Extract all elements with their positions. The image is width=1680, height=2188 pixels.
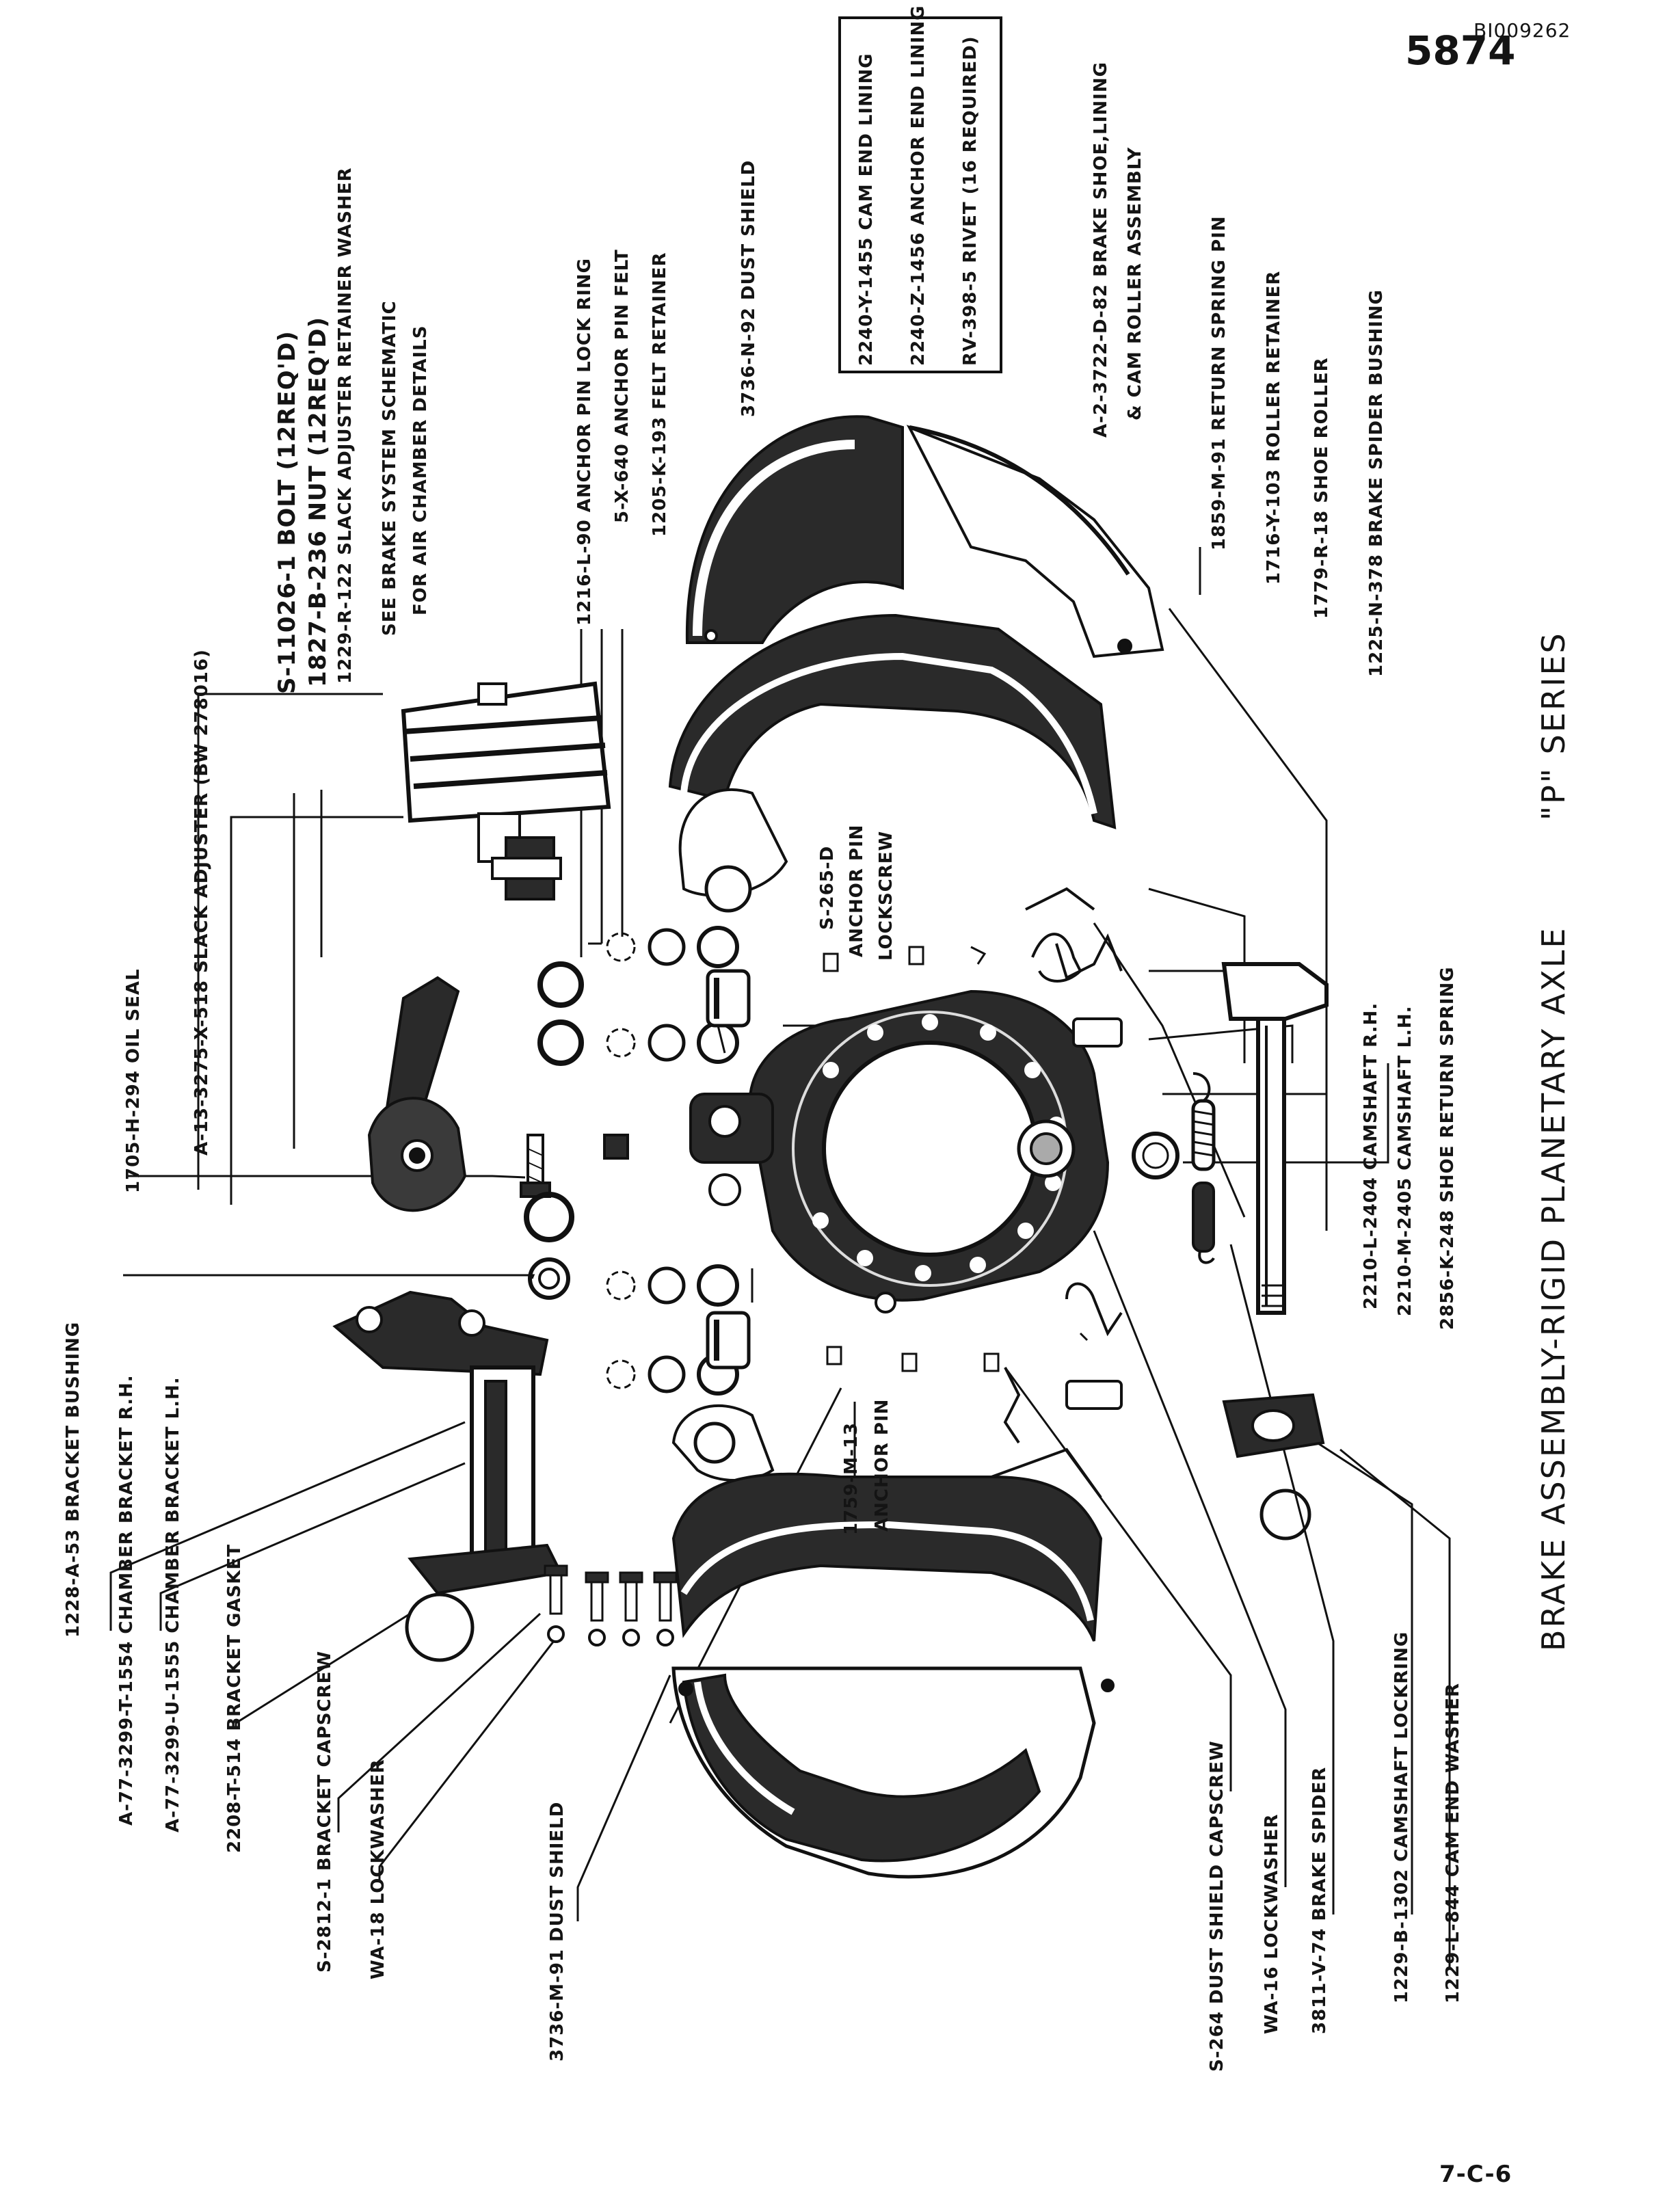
- label-chamber-bracket-rh: A-77-3299-T-1554 CHAMBER BRACKET R.H.: [116, 1374, 137, 1826]
- page-number: 5874: [1405, 27, 1516, 74]
- label-oil-seal: 1705-H-294 OIL SEAL: [123, 968, 144, 1193]
- air-chamber: [401, 681, 611, 900]
- label-lockwasher-right: WA-16 LOCKWASHER: [1262, 1813, 1282, 2034]
- page-footer: 7-C-6: [1439, 2161, 1512, 2188]
- label-roller-retainer: 1716-Y-103 ROLLER RETAINER: [1264, 270, 1284, 585]
- label-brake-spider: 3811-V-74 BRAKE SPIDER: [1309, 1766, 1330, 2034]
- label-bracket-bushing: 1228-A-53 BRACKET BUSHING: [63, 1321, 83, 1638]
- label-anchor-pin-part: 1759-M-13: [841, 1422, 862, 1535]
- label-chamber-bracket-lh: A-77-3299-U-1555 CHAMBER BRACKET L.H.: [163, 1376, 183, 1832]
- note-line-2: 2240-Z-1456 ANCHOR END LINING: [908, 5, 929, 366]
- label-anchor-pin-lock-ring: 1216-L-90 ANCHOR PIN LOCK RING: [574, 257, 595, 626]
- label-cam-roller-assembly: & CAM ROLLER ASSEMBLY: [1125, 146, 1145, 421]
- return-springs: [1191, 1072, 1216, 1264]
- label-lockwasher-left: WA-18 LOCKWASHER: [368, 1759, 388, 1979]
- label-slack-adjuster: A-13-3275-X-518 SLACK ADJUSTER (BW 27801…: [191, 649, 212, 1156]
- brake-shoe-top: [668, 613, 1117, 913]
- label-dust-shield-top: 3736-N-92 DUST SHIELD: [738, 159, 759, 417]
- label-felt-retainer: 1205-K-193 FELT RETAINER: [650, 252, 670, 537]
- camshaft: [1221, 962, 1329, 1315]
- label-camshaft-lh: 2210-M-2405 CAMSHAFT L.H.: [1395, 1005, 1415, 1316]
- label-lockscrew-anchor-pin: ANCHOR PIN: [846, 824, 867, 957]
- anchor-pins: [706, 969, 751, 1370]
- bolt-and-nut: [520, 1134, 629, 1198]
- label-nut: 1827-B-236 NUT (12REQ'D): [304, 316, 332, 687]
- label-camshaft-lockring: 1229-B-1302 CAMSHAFT LOCKRING: [1391, 1631, 1412, 2003]
- label-shoe-roller: 1779-R-18 SHOE ROLLER: [1311, 357, 1332, 619]
- bracket-capscrews: [544, 1564, 678, 1646]
- label-air-chamber-details: FOR AIR CHAMBER DETAILS: [410, 325, 431, 615]
- brake-shoe-bottom: [671, 1404, 1103, 1642]
- bracket-gasket: [405, 1592, 475, 1662]
- drawing-title: BRAKE ASSEMBLY-RIGID PLANETARY AXLE: [1535, 926, 1572, 1651]
- dust-shield-top: [685, 415, 1164, 658]
- label-lockscrew: LOCKSCREW: [876, 830, 896, 961]
- label-lockscrew-part: S-265-D: [817, 845, 838, 930]
- slack-adjuster: [367, 976, 467, 1212]
- document-reference: BI009262: [1474, 19, 1571, 42]
- label-brake-shoe-lining: A-2-3722-D-82 BRAKE SHOE,LINING: [1091, 62, 1111, 438]
- label-anchor-pin-felt: 5-X-640 ANCHOR PIN FELT: [612, 249, 632, 523]
- label-retainer-washer: 1229-R-122 SLACK ADJUSTER RETAINER WASHE…: [335, 167, 356, 684]
- label-cam-end-washer: 1229-L-844 CAM END WASHER: [1443, 1682, 1463, 2003]
- note-line-3: RV-398-5 RIVET (16 REQUIRED): [960, 36, 981, 366]
- lockscrews: [823, 946, 1000, 1372]
- lining-note-box: [838, 16, 1002, 373]
- label-dust-shield-bottom: 3736-M-91 DUST SHIELD: [547, 1801, 568, 2062]
- cam-lockring-and-washer: [1222, 1393, 1325, 1540]
- spider-bushing: [1132, 1132, 1179, 1179]
- label-dust-shield-capscrew: S-264 DUST SHIELD CAPSCREW: [1207, 1740, 1227, 2072]
- label-brake-spider-bushing: 1225-N-378 BRAKE SPIDER BUSHING: [1366, 289, 1387, 677]
- label-see-brake-schematic: SEE BRAKE SYSTEM SCHEMATIC: [379, 300, 400, 636]
- dust-shield-bottom: [671, 1666, 1115, 1879]
- label-camshaft-rh: 2210-L-2404 CAMSHAFT R.H.: [1361, 1002, 1381, 1309]
- label-shoe-return-spring: 2856-K-248 SHOE RETURN SPRING: [1437, 966, 1458, 1330]
- shoe-spring-clip: [1003, 1367, 1021, 1444]
- label-return-spring-pin: 1859-M-91 RETURN SPRING PIN: [1209, 215, 1229, 550]
- note-line-1: 2240-Y-1455 CAM END LINING: [856, 53, 877, 366]
- label-bracket-gasket: 2208-T-514 BRACKET GASKET: [224, 1544, 245, 1853]
- brake-spider: [689, 989, 1110, 1313]
- roller-retainers-and-rollers: [1031, 933, 1123, 1410]
- label-bolt: S-11026-1 BOLT (12REQ'D): [274, 330, 301, 694]
- series-label: "P" SERIES: [1535, 631, 1572, 820]
- chamber-bracket: [332, 1290, 563, 1595]
- label-bracket-capscrew: S-2812-1 BRACKET CAPSCREW: [315, 1650, 335, 1973]
- label-anchor-pin: ANCHOR PIN: [872, 1398, 892, 1532]
